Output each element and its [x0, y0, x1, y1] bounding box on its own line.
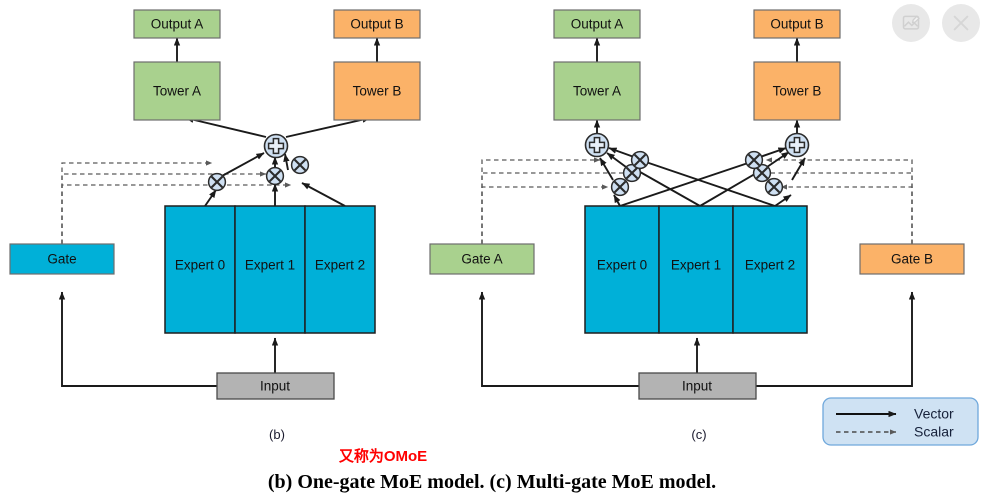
expert-1-label: Expert 1 — [245, 258, 295, 273]
panel-c-scalar-edges-b — [756, 157, 913, 244]
mul2-to-sum — [283, 153, 290, 171]
c-output-a-box[interactable]: Output A — [553, 9, 641, 39]
tower-b-label: Tower B — [353, 84, 402, 99]
c-mulL1-to-sumA — [606, 152, 627, 168]
mul0-to-sum — [221, 152, 265, 177]
c-sum-node-b — [784, 132, 810, 158]
close-icon[interactable] — [942, 4, 980, 42]
gate-b-scalar-2 — [780, 184, 913, 244]
expert-2-label: Expert 2 — [315, 258, 365, 273]
c-product-node-r2 — [744, 150, 764, 170]
tower-a-label: Tower A — [153, 84, 201, 99]
gate-b-box[interactable]: Gate B — [859, 243, 965, 275]
legend: Vector Scalar — [822, 397, 979, 446]
c-output-a-label: Output A — [571, 17, 624, 32]
panel-b: Output A Tower A Output B Tower B — [9, 9, 421, 442]
c-expert2-to-mulL2 — [639, 159, 776, 207]
input-to-gate-b — [755, 291, 916, 387]
panel-c: Output A Tower A Output B Tower B Expert… — [429, 9, 965, 442]
legend-scalar-label: Scalar — [914, 424, 954, 440]
panel-b-vector-edges — [58, 37, 381, 387]
c-mulL2-to-sumA — [608, 147, 635, 158]
panel-b-input-label: Input — [260, 379, 290, 394]
output-b-label: Output B — [350, 17, 403, 32]
output-a-label: Output A — [151, 17, 204, 32]
close-glyph — [953, 15, 969, 31]
c-mulR1-to-sumB — [766, 151, 790, 168]
gate-a-scalar-2 — [481, 184, 609, 244]
c-product-node-l2 — [630, 150, 650, 170]
c-tower-b-box[interactable]: Tower B — [753, 61, 841, 121]
panel-c-sublabel: (c) — [691, 427, 706, 442]
gate-box[interactable]: Gate — [9, 243, 115, 275]
sum-node — [263, 133, 289, 159]
c-expert-2-box[interactable] — [732, 205, 808, 334]
image-edit-icon[interactable] — [892, 4, 930, 42]
chinese-annotation: 又称为OMoE — [339, 447, 427, 465]
c-mulL0-to-sumA — [599, 157, 614, 181]
c-expert-0-box[interactable] — [584, 205, 660, 334]
c-product-node-r0 — [764, 177, 784, 197]
c-expert2-to-mulR0 — [774, 194, 792, 207]
input-to-gate-a — [478, 291, 639, 387]
c-tower-a-box[interactable]: Tower A — [553, 61, 641, 121]
c-tower-a-label: Tower A — [573, 84, 621, 99]
panel-c-input-label: Input — [682, 379, 712, 394]
c-mulR2-to-sumB — [759, 147, 787, 158]
product-node-0 — [207, 172, 227, 192]
legend-vector-label: Vector — [914, 406, 954, 422]
expert-0-box[interactable] — [164, 205, 236, 334]
c-sum-node-a — [584, 132, 610, 158]
gate-a-box[interactable]: Gate A — [429, 243, 535, 275]
gate-b-label: Gate B — [891, 252, 933, 267]
sum-to-tower-b — [285, 116, 371, 138]
gate-label: Gate — [47, 252, 76, 267]
c-output-b-box[interactable]: Output B — [753, 9, 841, 39]
c-mulR0-to-sumB — [791, 157, 806, 181]
legend-box — [822, 397, 979, 446]
output-a-box[interactable]: Output A — [133, 9, 221, 39]
c-product-node-l0 — [610, 177, 630, 197]
sum-to-tower-a — [185, 116, 267, 138]
expert2-to-mul — [301, 182, 346, 207]
figure-caption: (b) One-gate MoE model. (c) Multi-gate M… — [268, 471, 716, 493]
expert0-to-mul — [204, 189, 217, 207]
c-expert-1-label: Expert 1 — [671, 258, 721, 273]
c-expert-2-label: Expert 2 — [745, 258, 795, 273]
c-expert0-to-mulL0 — [613, 194, 621, 207]
c-tower-b-label: Tower B — [773, 84, 822, 99]
c-expert1-to-mulL1 — [632, 167, 701, 207]
expert-2-box[interactable] — [304, 205, 376, 334]
panel-b-input-box[interactable]: Input — [216, 372, 335, 400]
gate-a-scalar-1 — [481, 170, 632, 244]
image-edit-glyph — [902, 15, 920, 30]
product-node-1 — [265, 166, 285, 186]
panel-b-sublabel: (b) — [269, 427, 285, 442]
input-to-gate — [58, 291, 217, 387]
panel-c-experts: Expert 0 Expert 1 Expert 2 — [584, 205, 808, 334]
tower-a-box[interactable]: Tower A — [133, 61, 221, 121]
c-expert-0-label: Expert 0 — [597, 258, 647, 273]
product-node-2 — [290, 155, 310, 175]
panel-b-experts: Expert 0 Expert 1 Expert 2 — [164, 205, 376, 334]
panel-c-input-box[interactable]: Input — [638, 372, 757, 400]
panel-c-scalar-edges-a — [481, 157, 632, 244]
expert-0-label: Expert 0 — [175, 258, 225, 273]
c-expert0-to-mulR2 — [619, 159, 758, 207]
output-b-box[interactable]: Output B — [333, 9, 421, 39]
gate-a-label: Gate A — [461, 252, 502, 267]
c-output-b-label: Output B — [770, 17, 823, 32]
tower-b-box[interactable]: Tower B — [333, 61, 421, 121]
